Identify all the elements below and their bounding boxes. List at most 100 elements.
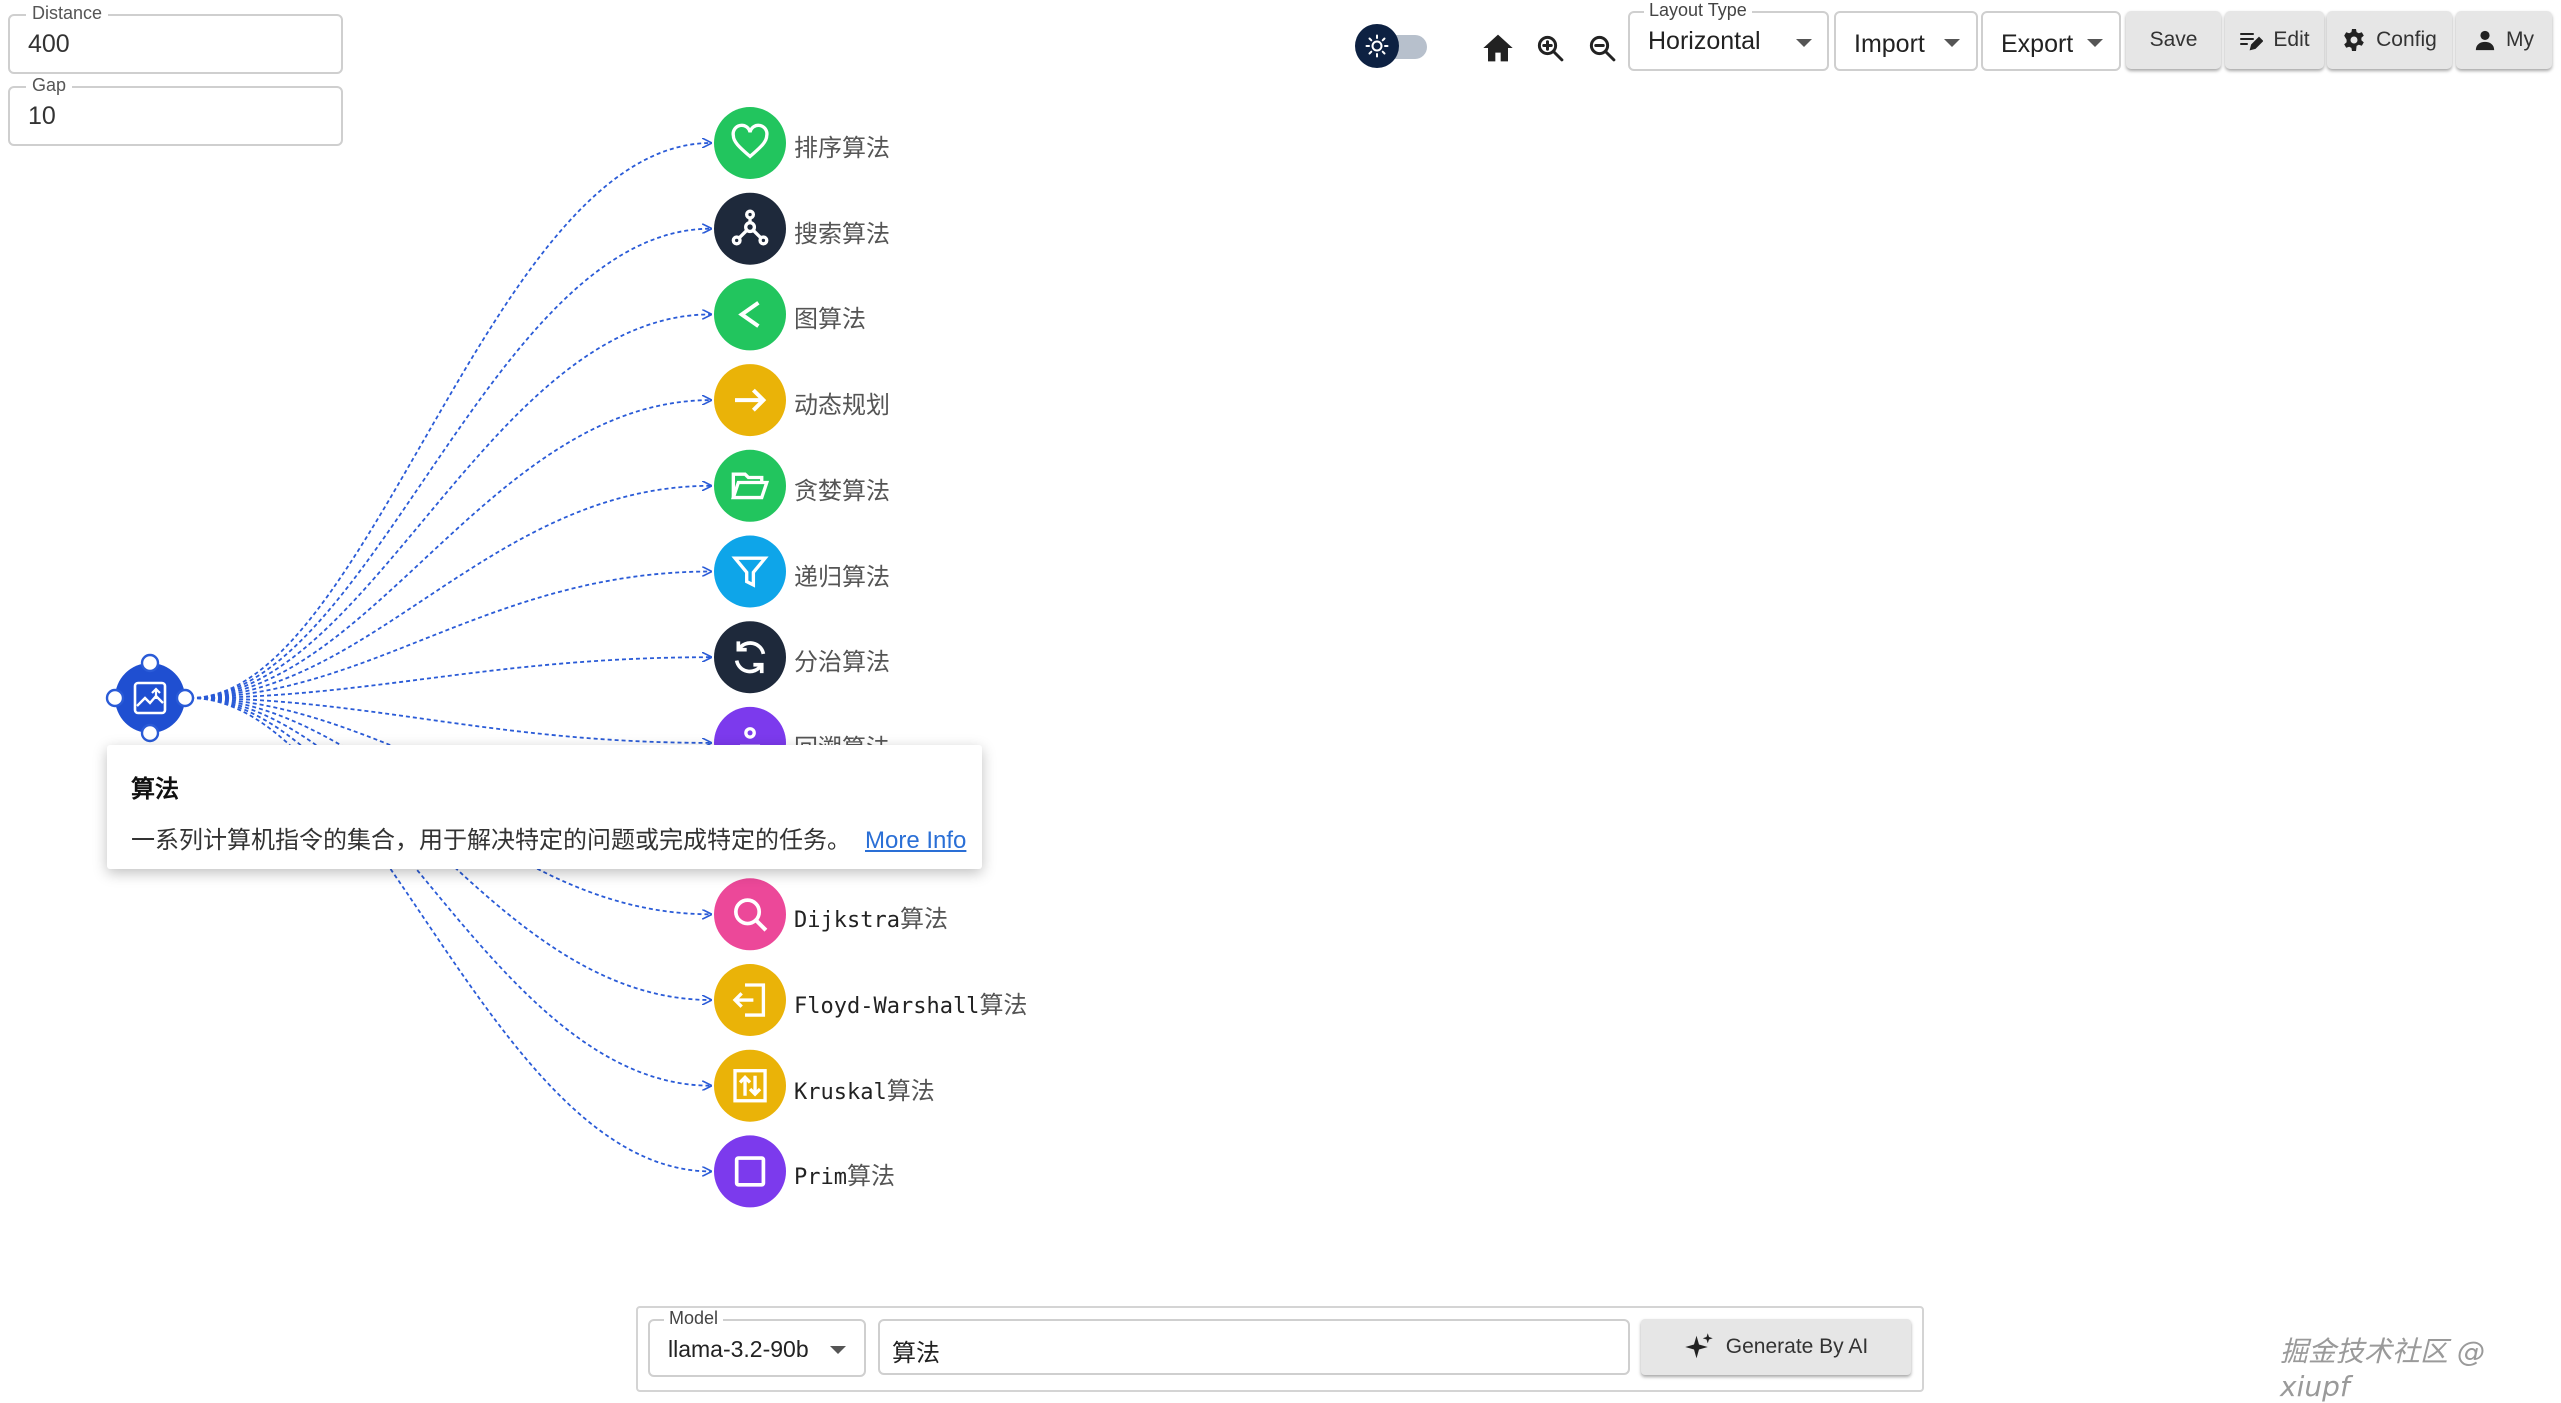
node-label[interactable]: 分治算法 (794, 648, 890, 677)
node-circle (714, 1135, 786, 1208)
search-icon (734, 898, 768, 932)
chevron-down-icon (1944, 39, 1960, 47)
mind-map-node[interactable] (714, 964, 786, 1036)
distance-field[interactable]: Distance 400 (8, 3, 343, 74)
folder-open-icon (731, 472, 770, 500)
node-circle (714, 878, 786, 951)
chevron-left-icon (738, 301, 760, 328)
theme-toggle[interactable] (1355, 24, 1431, 68)
mind-map-node[interactable] (714, 192, 786, 265)
gap-field[interactable]: Gap 10 (8, 75, 343, 146)
node-info-tooltip: 算法 一系列计算机指令的集合，用于解决特定的问题或完成特定的任务。 More In… (107, 745, 982, 869)
root-handle-bottom (140, 723, 160, 743)
edge (189, 400, 711, 699)
node-label[interactable]: 搜索算法 (794, 219, 890, 248)
prompt-value: 算法 (892, 1340, 940, 1367)
edit-note-icon (2240, 33, 2264, 51)
export-label: Export (2001, 30, 2074, 58)
edge (189, 697, 711, 914)
generate-label: Generate By AI (1725, 1335, 1869, 1358)
config-button[interactable]: Config (2327, 11, 2452, 69)
edge (189, 697, 711, 743)
swap-vertical-icon (733, 1069, 767, 1103)
node-circle (714, 621, 786, 694)
my-button[interactable]: My (2456, 11, 2552, 69)
edit-button[interactable]: Edit (2225, 11, 2324, 69)
node-circle (714, 192, 786, 265)
import-select[interactable]: Import (1834, 11, 1978, 71)
edge (189, 657, 711, 699)
model-value: llama-3.2-90b (668, 1336, 809, 1362)
config-label: Config (2376, 28, 2437, 51)
gap-value: 10 (28, 102, 56, 130)
root-handle-left (105, 688, 125, 708)
generate-by-ai-button[interactable]: Generate By AI (1641, 1319, 1911, 1375)
distance-label: Distance (26, 3, 109, 24)
edge (189, 697, 711, 1086)
tooltip-title: 算法 (131, 776, 179, 803)
save-button[interactable]: Save (2126, 11, 2221, 69)
heart-icon (731, 123, 769, 159)
mind-map-node[interactable] (714, 278, 786, 351)
mind-map-node[interactable] (714, 1135, 786, 1208)
node-label[interactable]: 排序算法 (794, 134, 890, 162)
zoom-out-icon[interactable] (1584, 30, 1620, 66)
zoom-in-icon[interactable] (1532, 30, 1568, 66)
root-node[interactable] (105, 653, 195, 743)
layout-type-label: Layout Type (1644, 0, 1752, 21)
my-label: My (2506, 28, 2534, 51)
sign-in-icon (732, 983, 766, 1017)
root-handle-right (175, 688, 195, 708)
root-handle-top (140, 653, 160, 673)
more-info-link[interactable]: More Info (865, 827, 967, 854)
tooltip-description: 一系列计算机指令的集合，用于解决特定的问题或完成特定的任务。 More Info (131, 820, 982, 855)
person-icon (2475, 30, 2495, 51)
node-label[interactable]: Dijkstra算法 (794, 905, 948, 934)
edge (189, 572, 711, 699)
mind-map-node[interactable] (714, 621, 786, 694)
node-label[interactable]: Kruskal算法 (794, 1076, 935, 1105)
mind-map-node[interactable] (714, 107, 786, 179)
model-label: Model (664, 1308, 724, 1329)
node-circle (714, 449, 786, 522)
node-label[interactable]: Floyd-Warshall算法 (794, 991, 1028, 1019)
prompt-input[interactable]: 算法 (878, 1319, 1630, 1375)
tooltip-description-text: 一系列计算机指令的集合，用于解决特定的问题或完成特定的任务。 (131, 827, 851, 854)
sparkles-icon (1685, 1333, 1713, 1359)
mind-map-node[interactable] (714, 449, 786, 522)
node-label[interactable]: 递归算法 (794, 562, 890, 591)
import-label: Import (1854, 30, 1925, 58)
layout-type-select[interactable]: Layout Type Horizontal (1628, 0, 1829, 71)
layout-type-value: Horizontal (1648, 27, 1761, 55)
save-label: Save (2149, 28, 2198, 51)
node-label[interactable]: Prim算法 (794, 1162, 895, 1191)
arrow-right-icon (735, 388, 767, 412)
watermark: 掘金技术社区 @ xiupf (2280, 1335, 2485, 1403)
mind-map-node[interactable] (714, 1049, 786, 1122)
distance-value: 400 (28, 30, 70, 58)
gear-icon (2344, 29, 2364, 51)
node-circle (714, 1049, 786, 1122)
node-label[interactable]: 贪婪算法 (794, 476, 890, 505)
square-icon (734, 1156, 766, 1187)
chevron-down-icon (1796, 39, 1812, 47)
node-circle (714, 107, 786, 179)
export-select[interactable]: Export (1981, 11, 2121, 71)
model-select[interactable]: Model llama-3.2-90b (648, 1308, 866, 1377)
node-label[interactable]: 图算法 (794, 305, 866, 334)
network-icon (731, 209, 769, 246)
mind-map-node[interactable] (714, 878, 786, 951)
edit-label: Edit (2273, 28, 2310, 51)
home-icon[interactable] (1480, 30, 1516, 66)
edge (189, 143, 711, 699)
node-circle (714, 535, 786, 608)
node-label[interactable]: 动态规划 (794, 391, 890, 420)
filter-icon (731, 556, 769, 588)
sun-icon (1355, 24, 1399, 68)
edge (189, 229, 711, 699)
mind-map-node[interactable] (714, 535, 786, 608)
gap-label: Gap (26, 75, 73, 96)
mind-map-node[interactable] (714, 364, 786, 437)
edge (189, 486, 711, 699)
